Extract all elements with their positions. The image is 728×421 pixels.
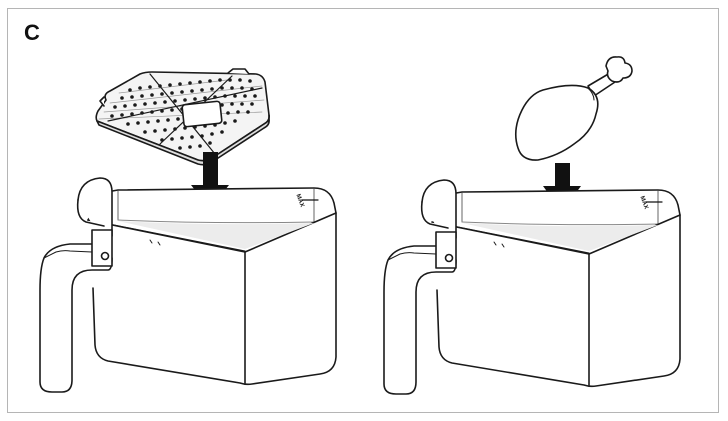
air-fryer-basket-icon: MAX [39, 177, 337, 393]
max-level-mark: MAX [295, 193, 305, 208]
air-fryer-basket-icon: MAX [383, 179, 681, 395]
down-arrow-icon [543, 163, 581, 212]
left-panel: MAX [39, 68, 337, 393]
chicken-drumstick-icon [514, 56, 633, 161]
right-panel: MAX [383, 56, 681, 395]
max-level-mark: MAX [639, 195, 649, 210]
crisping-plate-icon [95, 68, 270, 166]
step-label: C [24, 20, 40, 45]
